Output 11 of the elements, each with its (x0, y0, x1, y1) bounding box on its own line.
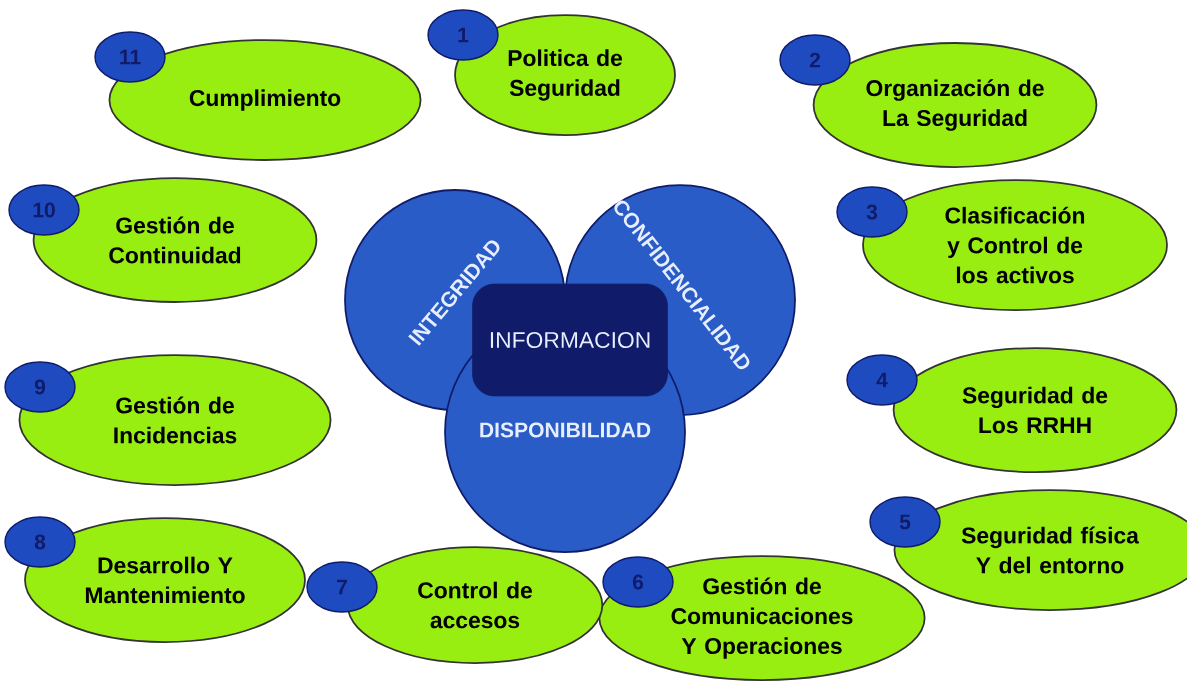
number-badge: 7 (306, 561, 378, 613)
number-badge: 5 (869, 496, 941, 548)
number-badge: 4 (846, 354, 918, 406)
number-badge: 2 (779, 34, 851, 86)
number-badge: 11 (94, 31, 166, 83)
number-badge: 9 (4, 361, 76, 413)
number-badge: 10 (8, 184, 80, 236)
number-badge: 1 (427, 9, 499, 61)
number-badge: 8 (4, 516, 76, 568)
number-badge: 3 (836, 186, 908, 238)
number-badge: 6 (602, 556, 674, 608)
